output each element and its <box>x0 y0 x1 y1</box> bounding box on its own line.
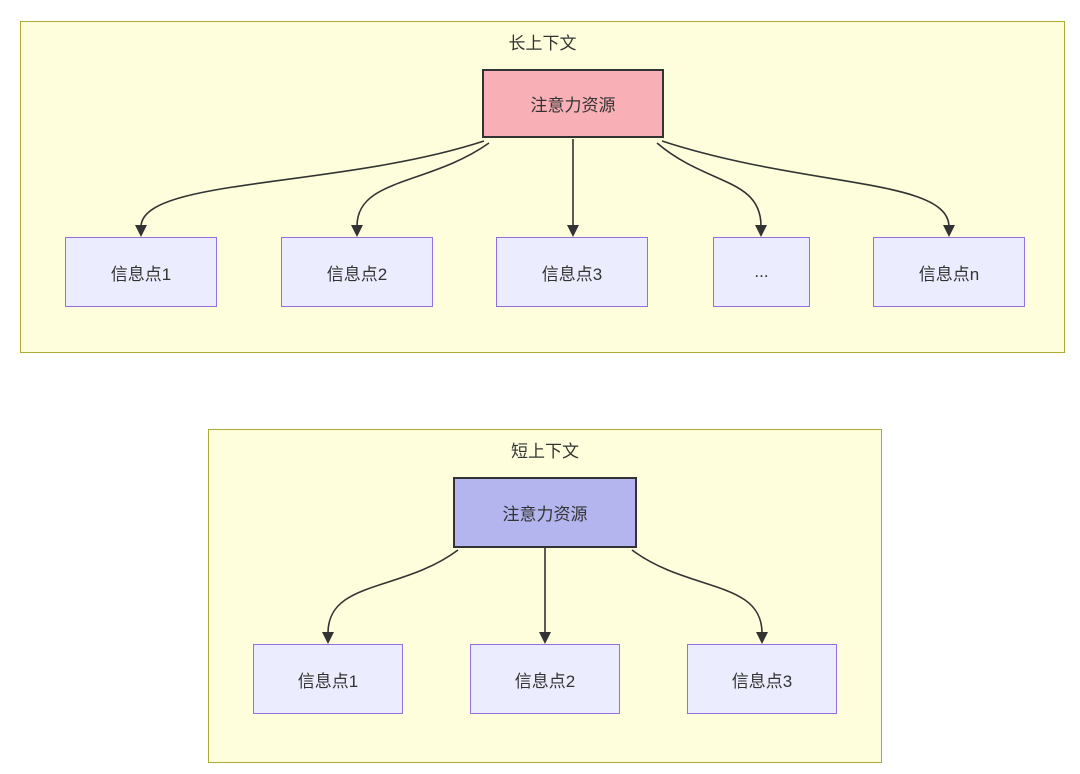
long-info-node-2: 信息点2 <box>281 237 433 307</box>
short-info-node-3: 信息点3 <box>687 644 837 714</box>
long-info-node-ellipsis: ... <box>713 237 810 307</box>
long-attention-resource-node: 注意力资源 <box>482 69 664 138</box>
short-attention-resource-node: 注意力资源 <box>453 477 637 548</box>
short-info-node-2: 信息点2 <box>470 644 620 714</box>
long-info-node-1: 信息点1 <box>65 237 217 307</box>
long-info-node-3: 信息点3 <box>496 237 648 307</box>
short-context-title: 短上下文 <box>511 442 579 461</box>
long-info-node-n: 信息点n <box>873 237 1025 307</box>
short-info-node-1: 信息点1 <box>253 644 403 714</box>
long-context-title: 长上下文 <box>508 34 577 53</box>
